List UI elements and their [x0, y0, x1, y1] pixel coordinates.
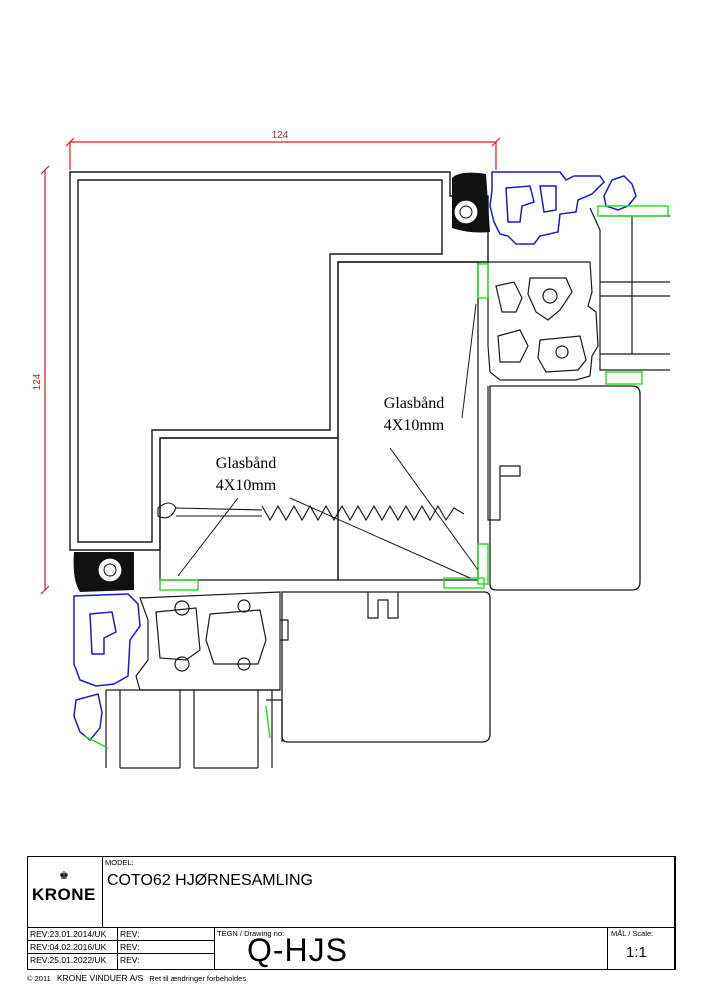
- model-value: COTO62 HJØRNESAMLING: [107, 872, 313, 889]
- revision-2: REV:04.02.2016/UK: [27, 940, 118, 954]
- scale-label: MÅL / Scale:: [611, 929, 654, 938]
- copyright: © 2011: [27, 974, 51, 983]
- disclaimer: Ret til ændringer forbeholdes: [149, 974, 247, 983]
- corner-frame: [69, 171, 489, 551]
- dimension-width-label: 124: [272, 130, 289, 141]
- annotation-line2: 4X10mm: [216, 477, 277, 494]
- scale-cell: MÅL / Scale: 1:1: [607, 927, 676, 970]
- model-cell: MODEL: COTO62 HJØRNESAMLING: [102, 856, 676, 928]
- model-label: MODEL:: [105, 858, 134, 867]
- scale-value: 1:1: [626, 944, 647, 961]
- sash-profile-right: [487, 207, 670, 521]
- footer: © 2011 KRONE VINDUER A/S Ret til ændring…: [27, 973, 246, 983]
- annotation-glasband-left: Glasbånd 4X10mm: [216, 455, 277, 494]
- company-name: KRONE VINDUER A/S: [56, 973, 144, 983]
- annotation-line1: Glasbånd: [384, 395, 444, 412]
- sash-profile-bottom: [105, 591, 399, 769]
- revision-1: REV:23.01.2014/UK: [27, 927, 118, 941]
- revision-blank-1: REV:: [117, 927, 215, 941]
- crown-icon: ♚: [59, 870, 69, 882]
- drawing-number: Q-HJS: [247, 932, 348, 968]
- annotation-leaders: [177, 303, 479, 579]
- dimension-vertical: [40, 165, 50, 595]
- drawing-label: TEGN / Drawing no:: [217, 929, 285, 938]
- logo-cell: ♚ KRONE: [27, 856, 103, 928]
- revision-3: REV:25.01.2022/UK: [27, 953, 118, 970]
- revision-blank-3: REV:: [117, 953, 215, 970]
- corner-seals: [73, 172, 490, 592]
- annotation-line1: Glasbånd: [216, 455, 276, 472]
- gasket-profiles: [73, 171, 637, 742]
- dimension-height-label: 124: [32, 373, 43, 390]
- revision-blank-2: REV:: [117, 940, 215, 954]
- drawing-number-cell: TEGN / Drawing no: Q-HJS: [214, 927, 608, 970]
- annotation-line2: 4X10mm: [384, 417, 445, 434]
- annotation-glasband-right: Glasbånd 4X10mm: [384, 395, 445, 434]
- screw: [157, 502, 465, 522]
- glass-panes: [159, 261, 641, 743]
- glazing-tapes: [83, 205, 669, 749]
- title-block: ♚ KRONE MODEL: COTO62 HJØRNESAMLING REV:…: [27, 856, 676, 970]
- company-logo: KRONE: [32, 885, 96, 904]
- dimension-horizontal: [65, 137, 501, 170]
